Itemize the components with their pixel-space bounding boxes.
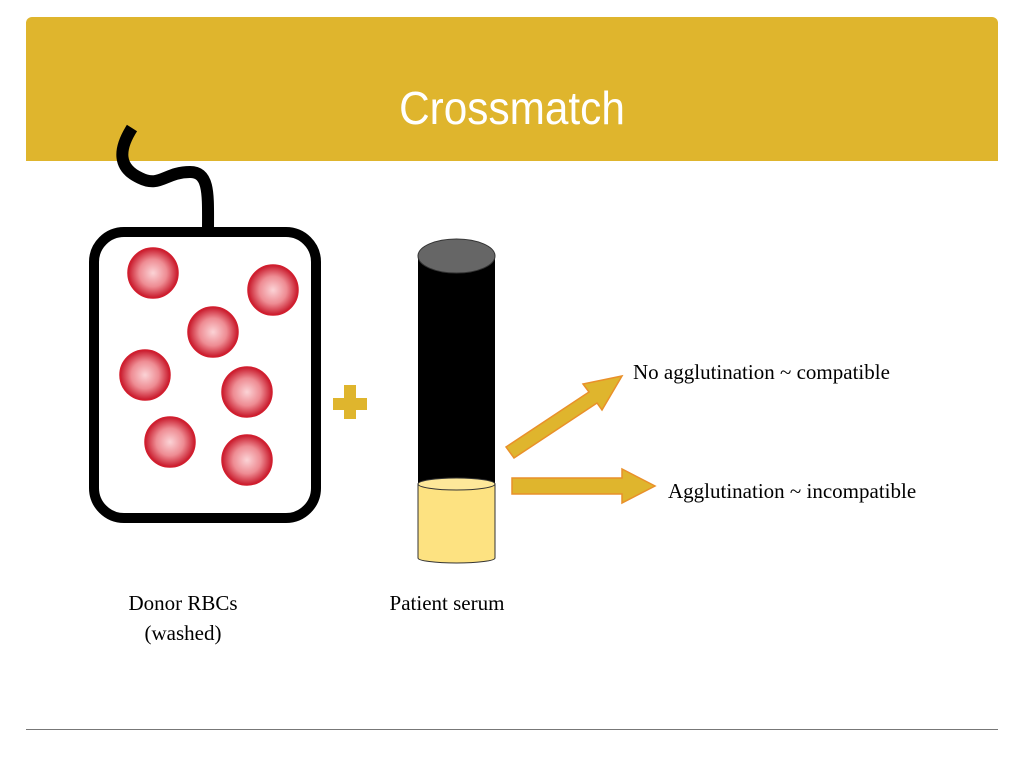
slide-title: Crossmatch <box>399 82 625 134</box>
donor-rbcs-label: Donor RBCs (washed) <box>103 588 263 648</box>
donor-label-line1: Donor RBCs <box>128 591 238 615</box>
rbc-cell <box>247 264 299 316</box>
patient-serum-label: Patient serum <box>389 591 505 615</box>
rbc-cell <box>187 306 239 358</box>
rbc-cell <box>221 366 273 418</box>
donor-label-line2: (washed) <box>144 621 222 645</box>
arrow-right-icon <box>511 467 657 505</box>
footer-divider <box>26 729 998 730</box>
plus-icon <box>333 385 367 419</box>
rbc-cell <box>221 434 273 486</box>
blood-bag-icon <box>89 124 321 523</box>
rbc-cell <box>127 247 179 299</box>
outcome-incompatible-label: Agglutination ~ incompatible <box>668 479 917 503</box>
outcome-compatible-label: No agglutination ~ compatible <box>633 360 890 384</box>
bag-tube <box>116 124 215 233</box>
rbc-cell <box>119 349 171 401</box>
serum-surface <box>417 477 496 491</box>
arrow-up-right-icon <box>504 374 624 460</box>
tube-top <box>417 238 496 274</box>
title-banner: Crossmatch <box>26 17 998 161</box>
rbc-cell <box>144 416 196 468</box>
rbc-cells <box>119 247 299 486</box>
test-tube-icon <box>417 238 496 564</box>
